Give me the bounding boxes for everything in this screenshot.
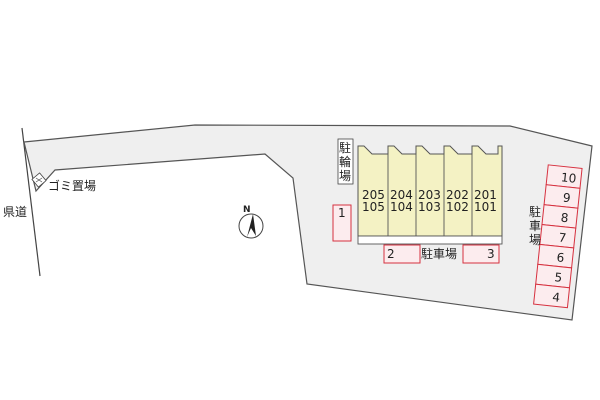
- parking-space-3-label: 3: [487, 247, 495, 261]
- unit-202: 202: [446, 188, 469, 202]
- parking-bottom-label: 駐車場: [421, 246, 457, 261]
- bike-parking-char-2: 輪: [339, 154, 351, 169]
- parking-space-6: [537, 243, 575, 269]
- unit-205: 205: [362, 188, 385, 202]
- parking-right-char-3: 場: [529, 233, 541, 247]
- prefectural-road-line: [21, 127, 41, 277]
- unit-103: 103: [418, 200, 441, 214]
- parking-space-5: [535, 263, 573, 289]
- parking-space-1-label: 1: [338, 206, 346, 220]
- parking-space-7-label: 7: [558, 230, 567, 245]
- unit-201: 201: [474, 188, 497, 202]
- balcony-strip: [357, 235, 503, 245]
- parking-space-9-label: 9: [562, 191, 571, 206]
- lot-outline: [23, 124, 593, 321]
- parking-space-10-label: 10: [560, 170, 577, 186]
- bike-parking-box: [337, 138, 354, 185]
- right-parking-group: 10 9 8 7 6 5 4: [533, 164, 583, 309]
- road-label: 県道: [3, 205, 27, 219]
- parking-space-4-label: 4: [552, 290, 561, 305]
- garbage-label: ゴミ置場: [48, 178, 96, 193]
- unit-104: 104: [390, 200, 413, 214]
- parking-space-2-label: 2: [387, 247, 395, 261]
- parking-space-3: [462, 244, 500, 264]
- unit-102: 102: [446, 200, 469, 214]
- building: [357, 145, 503, 237]
- unit-204: 204: [390, 188, 413, 202]
- north-label: N: [243, 205, 251, 215]
- parking-space-5-label: 5: [554, 270, 563, 285]
- parking-space-9: [543, 184, 581, 209]
- parking-space-7: [539, 223, 577, 249]
- unit-105: 105: [362, 200, 385, 214]
- garbage-area: [31, 172, 47, 188]
- unit-203: 203: [418, 188, 441, 202]
- parking-space-8-label: 8: [560, 211, 569, 226]
- bike-parking-char-1: 駐: [339, 140, 351, 155]
- parking-space-1: [332, 204, 352, 242]
- compass-icon: [238, 213, 264, 239]
- bike-parking-char-3: 場: [339, 169, 351, 183]
- parking-space-2: [383, 244, 421, 264]
- parking-space-4: [533, 283, 571, 309]
- parking-space-6-label: 6: [556, 250, 565, 265]
- parking-right-char-2: 車: [529, 219, 541, 233]
- parking-space-8: [541, 204, 579, 229]
- parking-right-char-1: 駐: [529, 204, 541, 219]
- unit-101: 101: [474, 200, 497, 214]
